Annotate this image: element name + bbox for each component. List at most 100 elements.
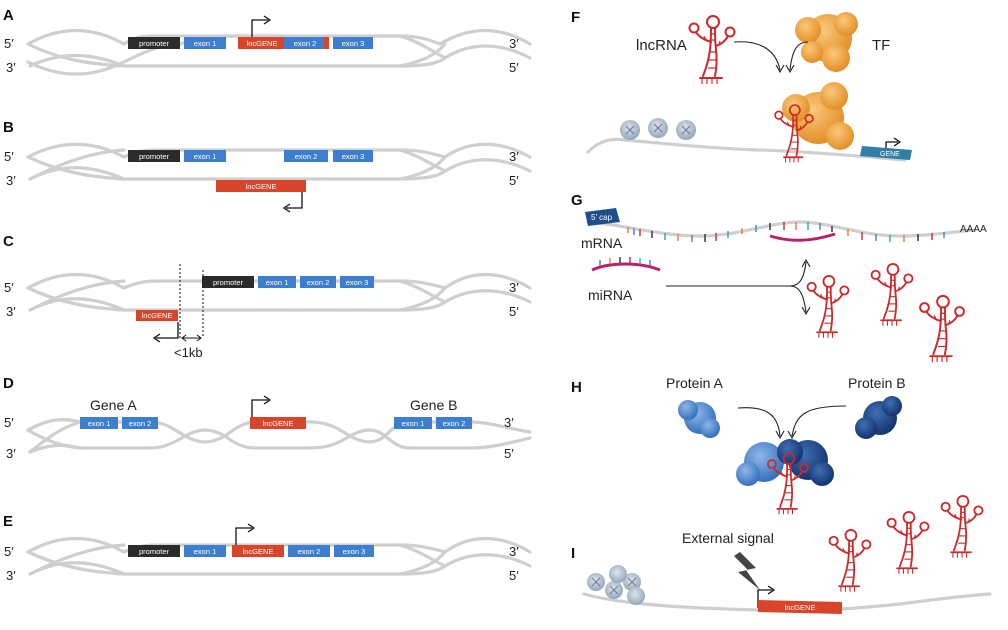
exon-2-label: exon 2 xyxy=(307,278,330,287)
mirna-strand xyxy=(591,262,661,272)
exon-2-box xyxy=(288,545,330,557)
polya-label: AAAA xyxy=(960,224,987,235)
lncrna-hairpin-icon xyxy=(828,528,872,593)
nucleosome-icon xyxy=(587,565,645,605)
tss-arrow-icon xyxy=(251,399,268,417)
lncrna-label: lncRNA xyxy=(636,37,687,54)
five-prime-label: 5′ xyxy=(509,568,519,583)
three-prime-label: 3′ xyxy=(504,415,514,430)
gene-b-label: Gene B xyxy=(410,397,457,413)
exon-1-box xyxy=(184,545,226,557)
distance-label: <1kb xyxy=(174,345,203,360)
promoter-box xyxy=(128,545,180,557)
three-prime-label: 3′ xyxy=(6,304,16,319)
antisense-tss-arrow-icon xyxy=(286,192,303,209)
lncrna-hairpin-icon xyxy=(870,262,914,327)
exon-1-box xyxy=(394,417,432,429)
exon-1-box xyxy=(184,37,226,49)
dna-strand-bottom xyxy=(28,44,532,68)
exon-2-label: exon 2 xyxy=(298,547,321,556)
antisense-tss-arrow-icon xyxy=(156,322,179,339)
exon-1-label: exon 1 xyxy=(194,39,217,48)
mirna-label: miRNA xyxy=(588,287,633,303)
lncgene-box xyxy=(232,545,284,557)
arrow-icon xyxy=(789,285,807,313)
three-prime-label: 3′ xyxy=(6,446,16,461)
lncgene-box xyxy=(238,37,286,49)
promoter-label: promoter xyxy=(139,152,170,161)
panel-c: C 5′ 3′ 3′ 5′ promoter exon 1 exon 2 exo… xyxy=(3,233,532,360)
exon-3-box xyxy=(333,37,373,49)
lncgene-label: lncGENE xyxy=(142,311,173,320)
lncgene-label: lncGENE xyxy=(785,603,816,612)
lncgene-box xyxy=(136,310,178,321)
five-prime-label: 5′ xyxy=(4,149,14,164)
panel-label-h: H xyxy=(571,379,582,396)
arrow-icon xyxy=(666,261,807,287)
cap-label: 5′ cap xyxy=(591,213,613,222)
exon-2-label: exon 2 xyxy=(129,419,152,428)
promoter-box xyxy=(128,150,180,162)
exon-2-box xyxy=(436,417,472,429)
protein-a-icon xyxy=(678,400,720,438)
exon-3-label: exon 3 xyxy=(343,547,366,556)
lncrna-hairpin-icon xyxy=(806,274,850,339)
panel-g: G 5′ cap mRNA AAAA xyxy=(571,192,987,364)
exon-2-box xyxy=(284,37,328,49)
panel-e: E 5′ 3′ 3′ 5′ promoter exon 1 lncGENE ex… xyxy=(3,513,532,583)
tss-arrow-icon xyxy=(251,19,268,37)
lncgene-box xyxy=(216,180,306,192)
promoter-label: promoter xyxy=(139,39,170,48)
five-prime-label: 5′ xyxy=(509,60,519,75)
exon-1-box xyxy=(80,417,118,429)
promoter-box xyxy=(128,37,180,49)
panel-b: B 5′ 3′ 3′ 5′ promoter exon 1 exon 2 exo… xyxy=(3,119,532,213)
protein-b-icon xyxy=(855,396,902,439)
tss-arrow-icon xyxy=(235,527,252,545)
exon-1-label: exon 1 xyxy=(88,419,111,428)
five-prime-label: 5′ xyxy=(4,415,14,430)
panel-label-i: I xyxy=(571,545,575,562)
three-prime-label: 3′ xyxy=(509,280,519,295)
nucleosome-icon xyxy=(620,118,696,140)
lncrna-hairpin-icon xyxy=(688,15,736,85)
exon-3-label: exon 3 xyxy=(342,152,365,161)
five-prime-label: 5′ xyxy=(509,304,519,319)
panel-label-f: F xyxy=(571,9,580,26)
lncrna-hairpin-icon xyxy=(919,294,965,364)
exon-3-box xyxy=(334,545,374,557)
panel-label-c: C xyxy=(3,233,14,250)
promoter-box xyxy=(202,276,254,288)
exon-1-label: exon 1 xyxy=(402,419,425,428)
exon-1-label: exon 1 xyxy=(194,547,217,556)
nucleotide-ticks xyxy=(627,222,945,242)
tf-protein-icon xyxy=(795,12,858,72)
panel-label-a: A xyxy=(3,7,14,24)
arrow-icon xyxy=(791,405,847,437)
lncgene-box xyxy=(250,417,306,429)
exon-3-label: exon 3 xyxy=(342,39,365,48)
lightning-icon xyxy=(734,552,760,590)
exon-3-label: exon 3 xyxy=(346,278,369,287)
gene-a-label: Gene A xyxy=(90,397,137,413)
panel-i: I External signal lncGENE xyxy=(571,494,992,614)
three-prime-label: 3′ xyxy=(509,544,519,559)
panel-label-d: D xyxy=(3,375,14,392)
dna-strand-top xyxy=(26,28,532,46)
three-prime-label: 3′ xyxy=(509,36,519,51)
lncgene-box xyxy=(758,600,842,614)
exon-2-box xyxy=(122,417,158,429)
exon-1-box xyxy=(184,150,226,162)
mrna-strand xyxy=(586,220,977,238)
arrow-icon xyxy=(789,41,809,71)
external-signal-label: External signal xyxy=(682,530,774,546)
gene-label: GENE xyxy=(880,151,900,158)
lncrna-hairpin-icon xyxy=(886,510,930,575)
five-prime-label: 5′ xyxy=(509,173,519,188)
exon-2-label: exon 2 xyxy=(294,39,317,48)
three-prime-label: 3′ xyxy=(6,173,16,188)
bound-mirna xyxy=(769,232,836,242)
exon-1-box xyxy=(258,276,296,288)
three-prime-label: 3′ xyxy=(509,149,519,164)
